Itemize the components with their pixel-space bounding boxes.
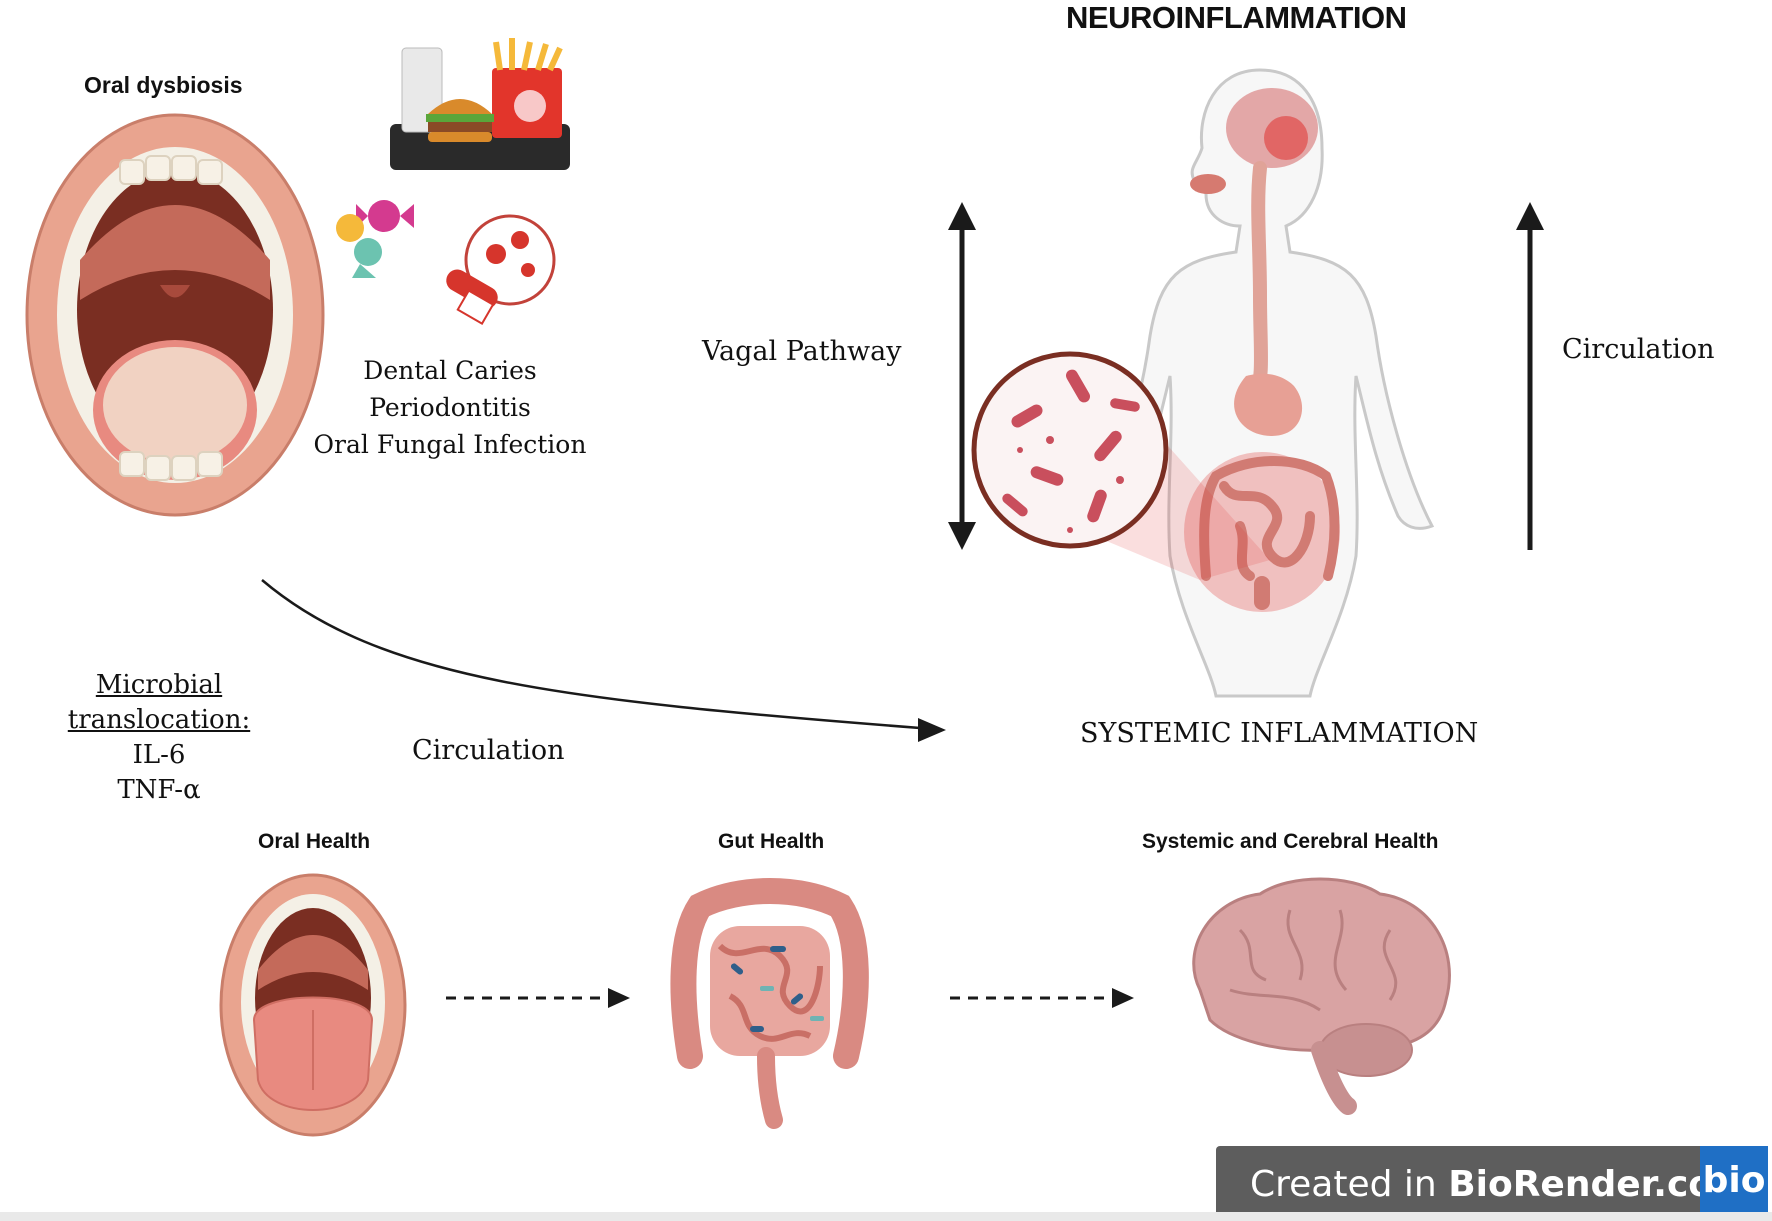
gut-health-label: Gut Health <box>718 830 825 853</box>
condition-periodontitis: Periodontitis <box>369 393 531 422</box>
vagal-pathway-double-arrow <box>948 202 976 550</box>
microbial-translocation-heading: Microbial translocation: <box>67 670 251 735</box>
intestine-illustration <box>670 878 869 1129</box>
cytokine-tnf-alpha: TNF-α <box>117 775 201 805</box>
healthy-mouth-illustration <box>219 873 407 1137</box>
cytokine-il6: IL-6 <box>132 740 186 770</box>
human-body-gut-brain-illustration <box>1091 68 1435 698</box>
oral-conditions-list: Dental Caries Periodontitis Oral Fungal … <box>310 352 590 463</box>
dashed-arrow-oral-to-gut <box>446 988 630 1008</box>
systemic-inflammation-label: SYSTEMIC INFLAMMATION <box>1080 718 1479 749</box>
candy-icon <box>336 200 414 278</box>
pathogen-pill-icon <box>446 214 556 326</box>
circulation-up-arrow <box>1516 202 1544 550</box>
biorender-logo: bio <box>1700 1146 1768 1216</box>
gut-microbiota-magnifier <box>971 351 1270 580</box>
vagal-pathway-label: Vagal Pathway <box>702 336 902 367</box>
neuroinflammation-title: NEUROINFLAMMATION <box>1066 0 1407 35</box>
brain-illustration <box>1192 877 1451 1115</box>
biorender-badge <box>1216 1146 1768 1216</box>
oral-dysbiosis-title: Oral dysbiosis <box>84 72 243 98</box>
open-mouth-dysbiosis-illustration <box>25 113 325 517</box>
oral-health-label: Oral Health <box>258 830 371 853</box>
circulation-label-lower: Circulation <box>412 735 565 766</box>
footer-band <box>0 1212 1772 1221</box>
condition-oral-fungal-infection: Oral Fungal Infection <box>313 430 587 459</box>
systemic-cerebral-health-label: Systemic and Cerebral Health <box>1142 830 1439 853</box>
microbial-translocation-block: Microbial translocation: IL-6 TNF-α <box>4 668 314 808</box>
fast-food-tray-icon <box>390 38 570 170</box>
condition-dental-caries: Dental Caries <box>363 356 537 385</box>
dashed-arrow-gut-to-brain <box>950 988 1134 1008</box>
circulation-label-right: Circulation <box>1562 334 1715 365</box>
biorender-badge-prefix: Created in <box>1250 1164 1449 1205</box>
biorender-badge-text: Created in BioRender.com <box>1250 1164 1751 1205</box>
